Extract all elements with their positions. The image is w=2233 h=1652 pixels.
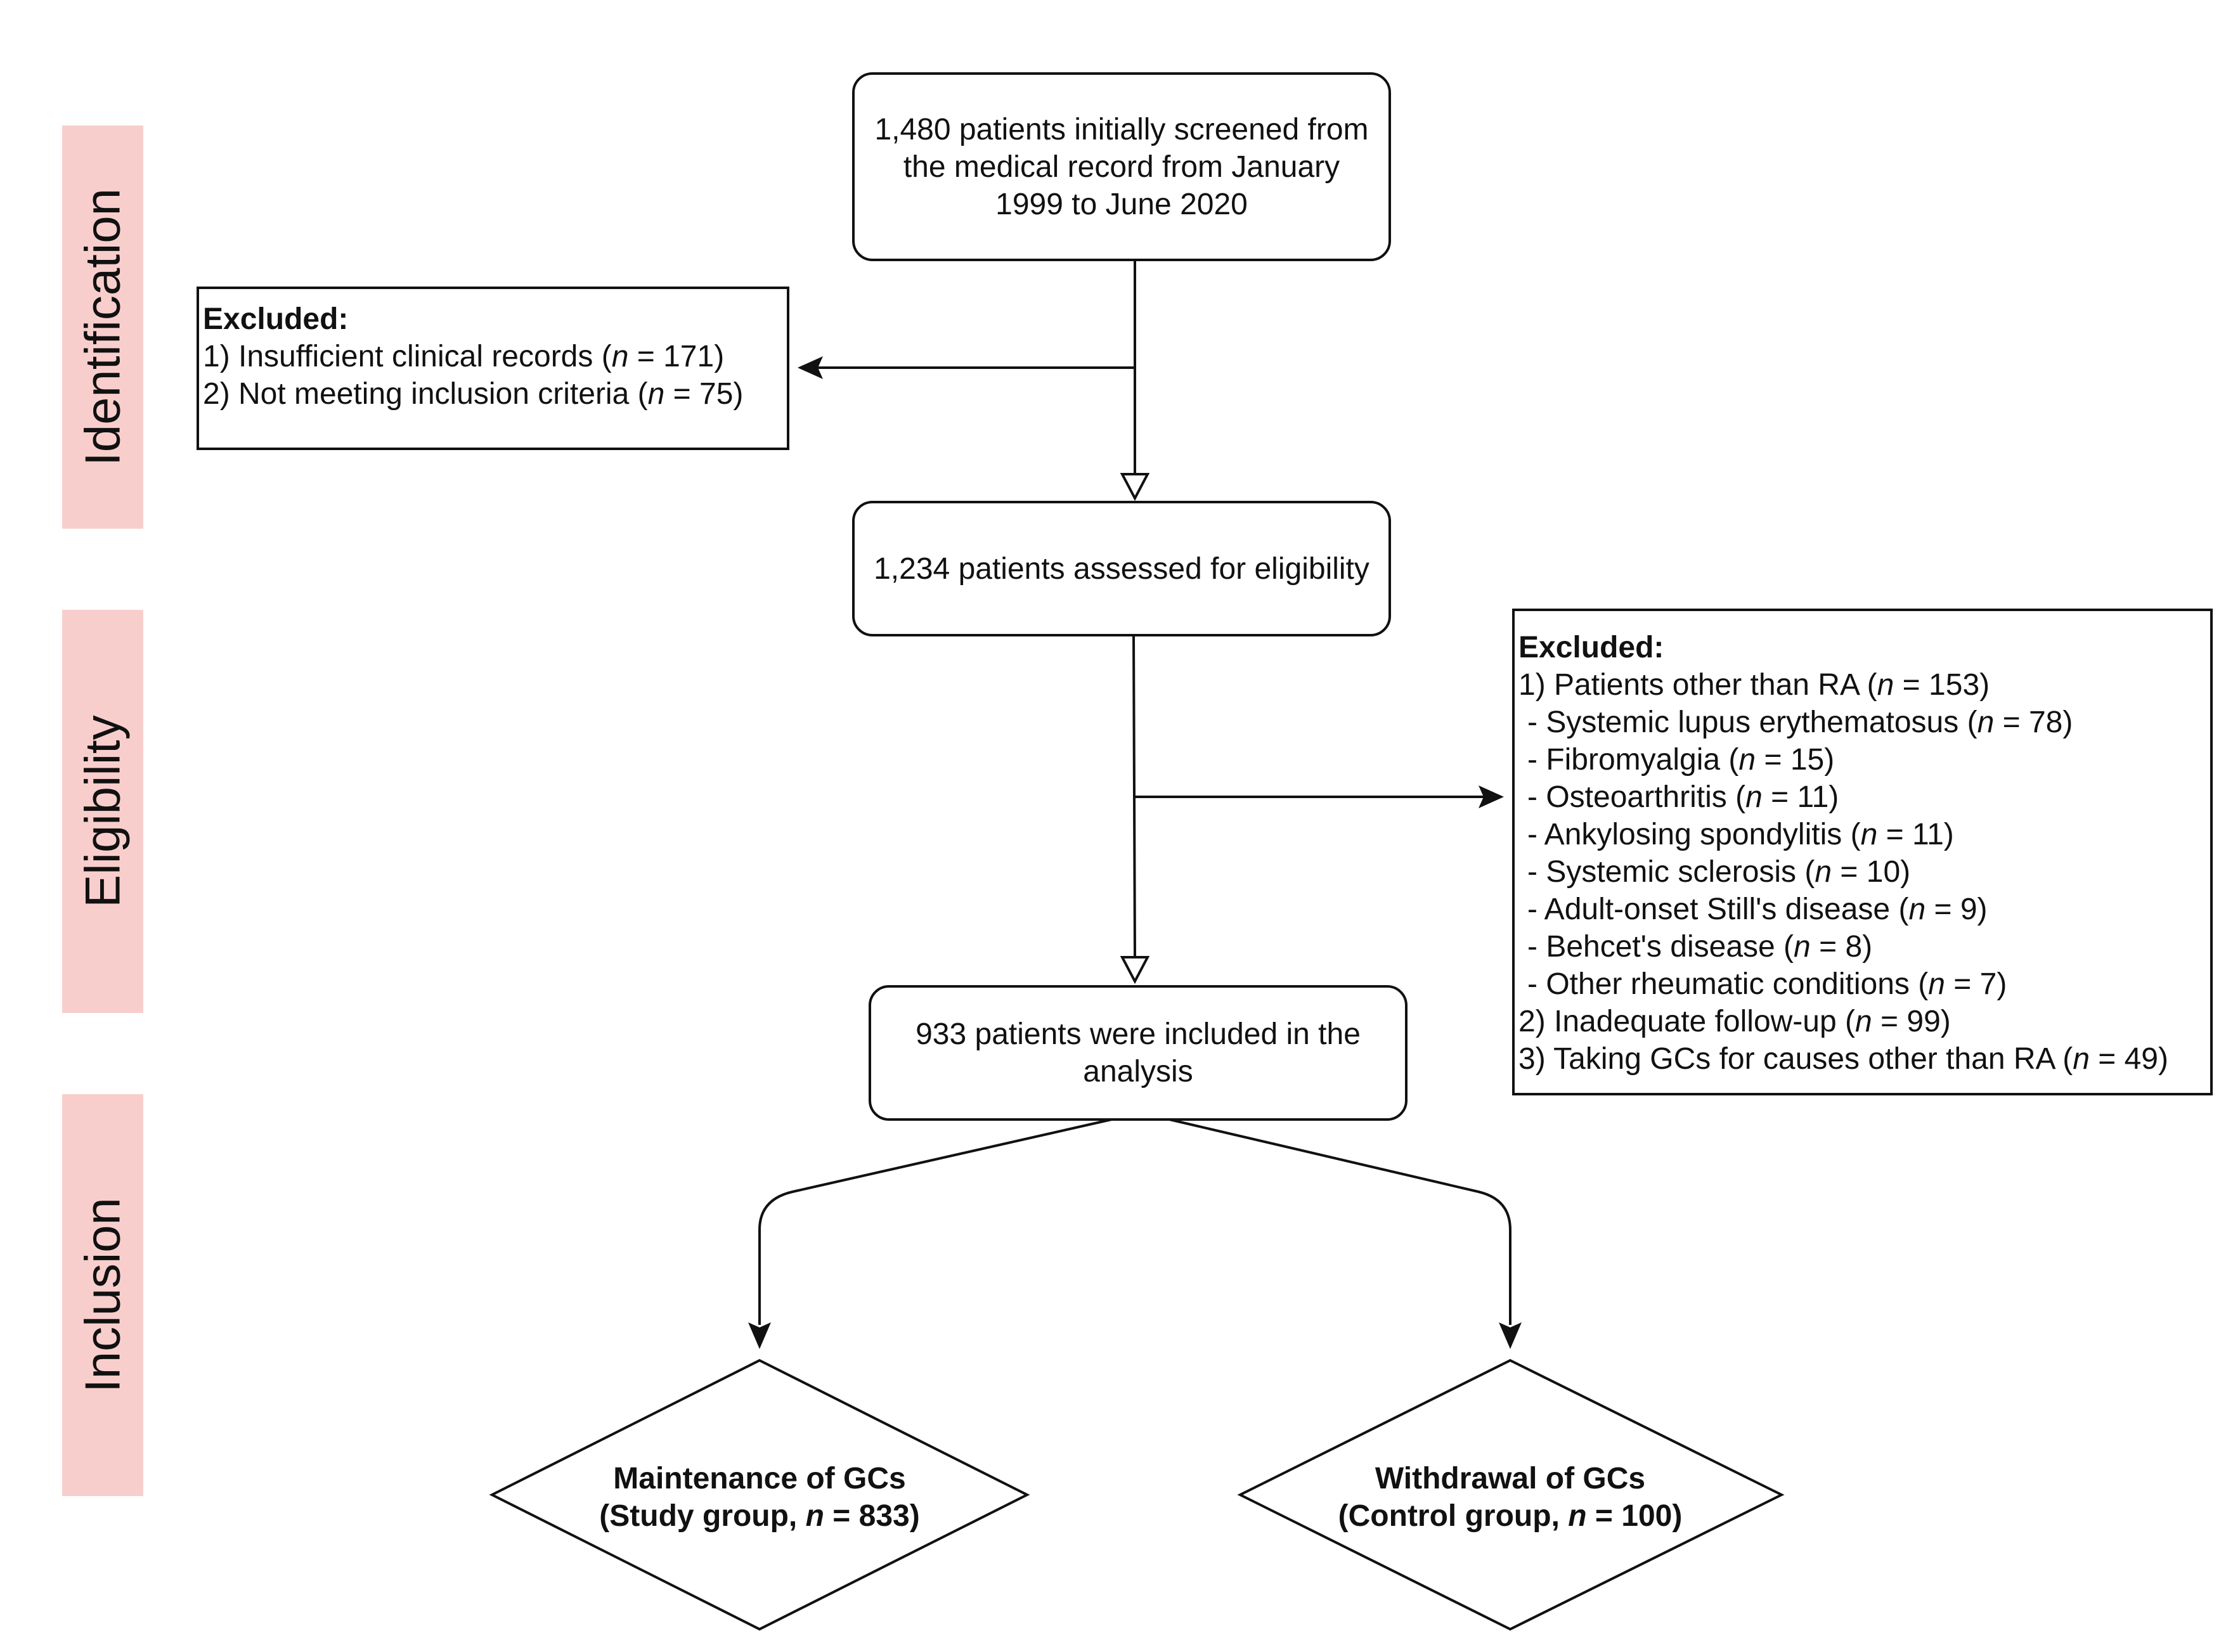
included-line-1: 933 patients were included in the (916, 1017, 1361, 1051)
study-group-diamond (489, 1358, 1030, 1631)
open-arrowhead (1120, 473, 1150, 501)
excluded-subitem: - Osteoarthritis (n = 11) (1527, 780, 1839, 814)
excluded-subitem: - Behcet's disease (n = 8) (1527, 930, 1873, 964)
excluded-subitem: - Other rheumatic conditions (n = 7) (1527, 967, 2007, 1001)
arrowhead-study-group (748, 1322, 771, 1349)
control-group-diamond (1237, 1358, 1785, 1631)
screened-line-3: 1999 to June 2020 (995, 187, 1248, 221)
stage-label-eligibility: Eligibility (74, 715, 131, 908)
control-group-label: Withdrawal of GCs (Control group, n = 10… (1338, 1462, 1683, 1533)
excluded-heading: Excluded: (1518, 631, 1664, 664)
arrowhead-control-group (1499, 1322, 1522, 1349)
connector-to-study-group (758, 1117, 1118, 1325)
screened-line-1: 1,480 patients initially screened from (874, 112, 1369, 146)
excluded-subitem: - Systemic lupus erythematosus (n = 78) (1527, 706, 2073, 739)
stage-band-identification: Identification (62, 126, 143, 529)
study-group-label: Maintenance of GCs (Study group, n = 833… (599, 1462, 920, 1533)
assessed-box: 1,234 patients assessed for eligibility (852, 501, 1391, 636)
excluded-item: 1) Patients other than RA (n = 153) (1518, 668, 1990, 702)
arrowhead-excluded-2 (1479, 785, 1504, 808)
excluded-box-eligibility: Excluded: 1) Patients other than RA (n =… (1512, 609, 2213, 1095)
assessed-text: 1,234 patients assessed for eligibility (874, 552, 1369, 586)
screened-line-2: the medical record from January (903, 150, 1340, 184)
excluded-item: 3) Taking GCs for causes other than RA (… (1518, 1042, 2168, 1076)
screened-box: 1,480 patients initially screened from t… (852, 72, 1391, 261)
excluded-subitem: - Systemic sclerosis (n = 10) (1527, 855, 1911, 889)
connector-to-control-group (1163, 1117, 1511, 1325)
stage-band-eligibility: Eligibility (62, 610, 143, 1013)
excluded-box-identification: Excluded: 1) Insufficient clinical recor… (197, 287, 789, 450)
excluded-subitem: - Adult-onset Still's disease (n = 9) (1527, 893, 1988, 926)
arrowhead-excluded-1 (798, 356, 823, 379)
connector-assessed-to-included (1132, 635, 1136, 958)
open-arrowhead (1120, 956, 1150, 984)
included-line-2: analysis (1083, 1055, 1193, 1088)
excluded-item: 1) Insufficient clinical records (n = 17… (203, 340, 725, 373)
excluded-heading: Excluded: (203, 302, 349, 336)
excluded-item: 2) Not meeting inclusion criteria (n = 7… (203, 377, 744, 411)
stage-label-identification: Identification (74, 188, 131, 466)
included-box: 933 patients were included in the analys… (869, 985, 1408, 1121)
excluded-subitem: - Ankylosing spondylitis (n = 11) (1527, 818, 1954, 851)
stage-label-inclusion: Inclusion (74, 1197, 131, 1393)
stage-band-inclusion: Inclusion (62, 1094, 143, 1496)
excluded-subitem: - Fibromyalgia (n = 15) (1527, 743, 1835, 777)
excluded-item: 2) Inadequate follow-up (n = 99) (1518, 1005, 1951, 1038)
